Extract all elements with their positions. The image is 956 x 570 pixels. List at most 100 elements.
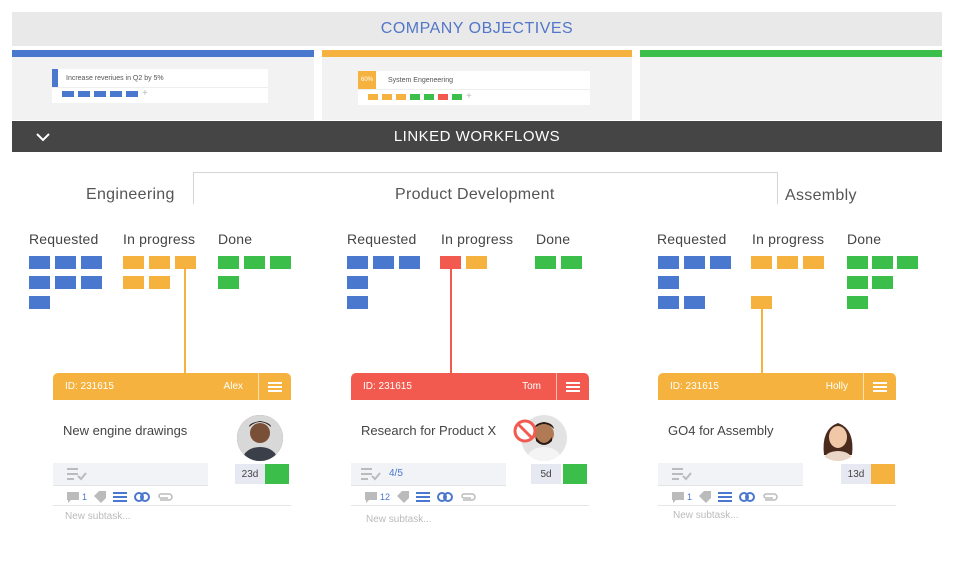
task-chip[interactable] <box>149 256 170 269</box>
task-chip[interactable] <box>81 256 102 269</box>
objective-chip[interactable] <box>110 91 122 97</box>
objective-card[interactable]: Increase reveriues in Q2 by 5% + <box>52 69 268 103</box>
task-chip[interactable] <box>218 276 239 289</box>
task-chip[interactable] <box>149 276 170 289</box>
objective-card[interactable]: 60% System Engeneering + <box>358 71 590 105</box>
checklist-icon[interactable] <box>361 467 381 481</box>
menu-button[interactable] <box>258 373 291 400</box>
task-chip[interactable] <box>658 296 679 309</box>
task-chip[interactable] <box>347 296 368 309</box>
task-title[interactable]: New engine drawings <box>63 423 188 438</box>
task-chip[interactable] <box>535 256 556 269</box>
attachment-icon[interactable] <box>460 492 476 502</box>
objective-chip[interactable] <box>78 91 90 97</box>
list-icon[interactable] <box>416 491 431 503</box>
task-chip[interactable] <box>872 256 893 269</box>
task-status-indicator[interactable] <box>871 464 895 484</box>
task-chip[interactable] <box>270 256 291 269</box>
task-chip[interactable] <box>347 256 368 269</box>
objective-chip[interactable] <box>438 94 448 100</box>
workflow-title-product-development[interactable]: Product Development <box>395 186 555 203</box>
comment-icon[interactable] <box>365 491 377 503</box>
list-icon[interactable] <box>113 491 128 503</box>
link-icon[interactable] <box>134 492 151 502</box>
task-chip[interactable] <box>803 256 824 269</box>
objective-chip[interactable] <box>62 91 74 97</box>
objective-chip[interactable] <box>452 94 462 100</box>
avatar[interactable] <box>815 415 861 461</box>
add-chip-button[interactable]: + <box>466 91 472 102</box>
objective-chip[interactable] <box>424 94 434 100</box>
workflow-title-engineering[interactable]: Engineering <box>86 186 175 203</box>
task-chip[interactable] <box>373 256 394 269</box>
task-chip-linked[interactable] <box>751 296 772 309</box>
task-chip[interactable] <box>29 296 50 309</box>
objective-chip[interactable] <box>368 94 378 100</box>
task-chip[interactable] <box>399 256 420 269</box>
task-chip[interactable] <box>55 276 76 289</box>
task-title[interactable]: Research for Product X <box>361 423 497 438</box>
task-chip[interactable] <box>872 276 893 289</box>
checklist-icon[interactable] <box>67 467 87 481</box>
task-chip[interactable] <box>658 256 679 269</box>
objective-chip[interactable] <box>126 91 138 97</box>
comment-icon[interactable] <box>672 491 684 503</box>
checklist-icon[interactable] <box>672 467 692 481</box>
company-objectives-header[interactable]: COMPANY OBJECTIVES <box>12 12 942 46</box>
link-icon[interactable] <box>739 492 756 502</box>
task-chip[interactable] <box>347 276 368 289</box>
comment-icon[interactable] <box>67 491 79 503</box>
new-subtask-input[interactable]: New subtask... <box>366 514 432 525</box>
add-chip-button[interactable]: + <box>142 88 148 99</box>
chevron-down-icon[interactable] <box>34 128 52 146</box>
task-chip[interactable] <box>684 296 705 309</box>
task-chip[interactable] <box>123 276 144 289</box>
objective-chip[interactable] <box>410 94 420 100</box>
task-chip[interactable] <box>847 256 868 269</box>
task-chip[interactable] <box>847 296 868 309</box>
task-chip[interactable] <box>29 256 50 269</box>
list-icon[interactable] <box>718 491 733 503</box>
task-chip[interactable] <box>29 276 50 289</box>
task-status-indicator[interactable] <box>265 464 289 484</box>
task-card-header[interactable]: ID: 231615 Alex <box>53 373 291 400</box>
objective-chip[interactable] <box>94 91 106 97</box>
tag-icon[interactable] <box>397 491 410 503</box>
task-card-tom[interactable]: ID: 231615 Tom Research for Product X 4/… <box>351 373 589 525</box>
task-chip[interactable] <box>81 276 102 289</box>
task-chip[interactable] <box>710 256 731 269</box>
task-chip[interactable] <box>561 256 582 269</box>
task-card-holly[interactable]: ID: 231615 Holly GO4 for Assembly 13d 1 … <box>658 373 896 523</box>
task-chip[interactable] <box>658 276 679 289</box>
avatar[interactable] <box>237 415 283 461</box>
attachment-icon[interactable] <box>762 492 778 502</box>
objective-chip[interactable] <box>396 94 406 100</box>
workflow-title-assembly[interactable]: Assembly <box>785 187 857 204</box>
task-title[interactable]: GO4 for Assembly <box>668 423 774 438</box>
task-chip[interactable] <box>684 256 705 269</box>
link-icon[interactable] <box>437 492 454 502</box>
menu-button[interactable] <box>863 373 896 400</box>
tag-icon[interactable] <box>699 491 712 503</box>
task-chip[interactable] <box>218 256 239 269</box>
task-assignee[interactable]: Holly <box>825 381 848 392</box>
attachment-icon[interactable] <box>157 492 173 502</box>
task-assignee[interactable]: Alex <box>223 381 243 392</box>
linked-workflows-bar[interactable]: LINKED WORKFLOWS <box>12 121 942 152</box>
task-chip[interactable] <box>55 256 76 269</box>
menu-button[interactable] <box>556 373 589 400</box>
task-status-indicator[interactable] <box>563 464 587 484</box>
task-chip[interactable] <box>777 256 798 269</box>
task-chip[interactable] <box>466 256 487 269</box>
task-card-header[interactable]: ID: 231615 Tom <box>351 373 589 400</box>
task-chip[interactable] <box>897 256 918 269</box>
task-chip-linked[interactable] <box>440 256 461 269</box>
task-chip-linked[interactable] <box>175 256 196 269</box>
tag-icon[interactable] <box>94 491 107 503</box>
task-chip[interactable] <box>751 256 772 269</box>
task-chip[interactable] <box>244 256 265 269</box>
objective-chip[interactable] <box>382 94 392 100</box>
new-subtask-input[interactable]: New subtask... <box>673 510 739 521</box>
task-card-alex[interactable]: ID: 231615 Alex New engine drawings 23d … <box>53 373 291 523</box>
task-card-header[interactable]: ID: 231615 Holly <box>658 373 896 400</box>
